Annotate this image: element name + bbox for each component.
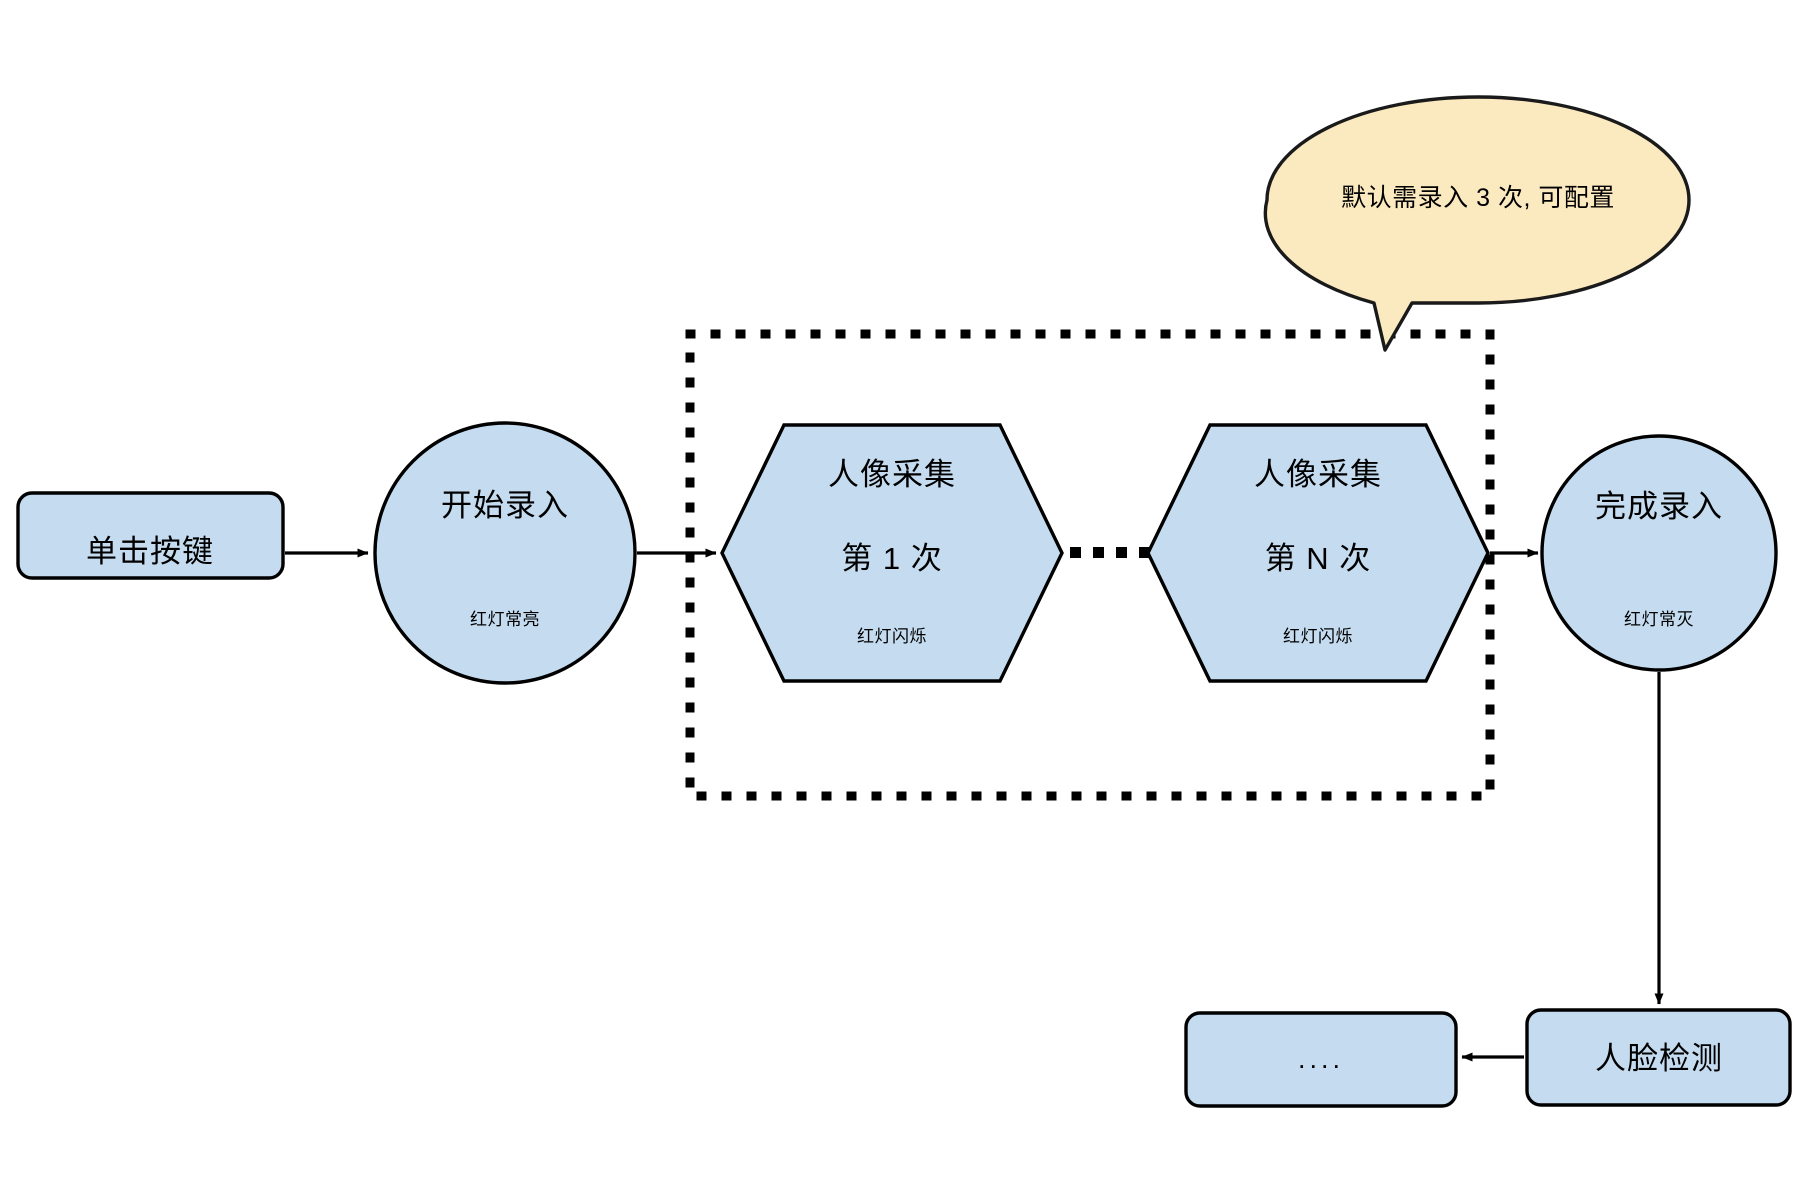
node-click-button-shape[interactable] [16,491,285,580]
node-face-detect-shape[interactable] [1525,1008,1792,1107]
node-more-steps-shape[interactable] [1184,1011,1458,1108]
node-start-enroll-shape[interactable] [373,421,637,685]
node-capture-nth-shape[interactable] [1146,423,1490,683]
callout-bubble-shape [1263,95,1691,352]
node-finish-enroll-shape[interactable] [1540,434,1778,672]
loop-group-border [685,329,1495,801]
node-capture-first-shape[interactable] [720,423,1064,683]
capture-ellipsis-dots [1070,547,1150,558]
